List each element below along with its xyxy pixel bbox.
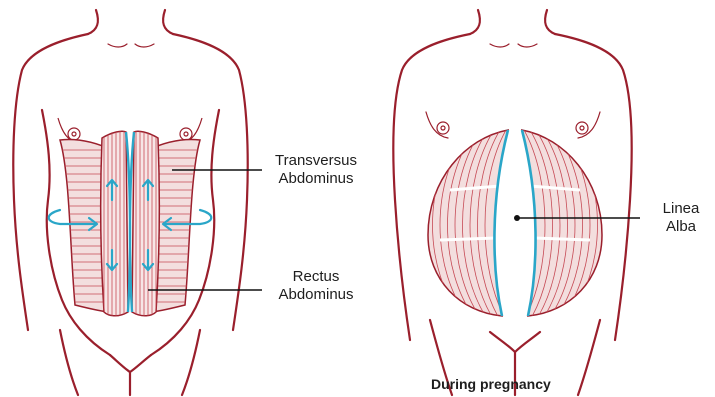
label-transversus: Transversus Abdominus — [268, 152, 364, 188]
pregnant-muscle-left — [410, 130, 508, 320]
label-rectus-line1: Rectus — [268, 268, 364, 286]
label-linea-line1: Linea — [655, 200, 707, 218]
left-neck-left — [88, 10, 98, 34]
rectus-left — [101, 130, 128, 320]
caption-during-pregnancy: During pregnancy — [431, 376, 551, 392]
label-transversus-line2: Abdominus — [268, 170, 364, 188]
rectus-right — [132, 130, 159, 320]
label-transversus-line1: Transversus — [268, 152, 364, 170]
label-linea-alba: Linea Alba — [655, 200, 707, 236]
label-linea-line2: Alba — [655, 218, 707, 236]
left-neck-right — [163, 10, 173, 34]
label-rectus: Rectus Abdominus — [268, 268, 364, 304]
left-nipple-a — [68, 128, 80, 140]
pregnant-muscle-right — [522, 130, 620, 320]
label-rectus-line2: Abdominus — [268, 286, 364, 304]
left-nipple-b — [180, 128, 192, 140]
